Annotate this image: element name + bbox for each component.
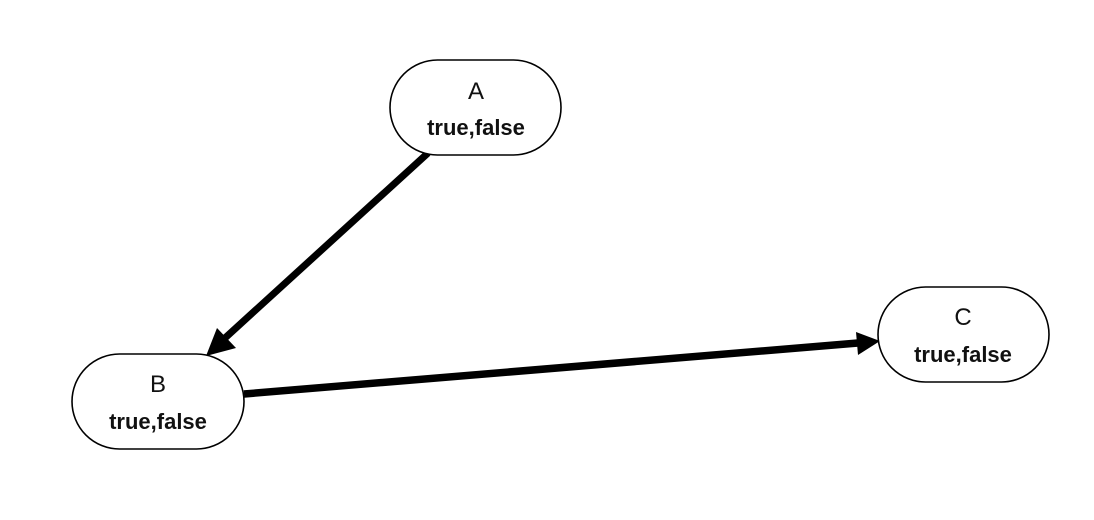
node-a-states: true,false: [427, 115, 525, 140]
node-a-shape: [389, 59, 562, 156]
node-b-shape: [71, 353, 245, 450]
node-a-label: A: [468, 78, 484, 105]
edge-b-to-c-arrowhead: [856, 332, 880, 355]
node-b-states: true,false: [109, 409, 207, 434]
edge-b-to-c-line: [243, 339, 859, 398]
node-c[interactable]: C true,false: [877, 286, 1050, 383]
edge-a-to-b: [206, 150, 431, 356]
edge-a-to-b-line: [222, 150, 431, 341]
edge-b-to-c: [243, 332, 880, 398]
node-b-label: B: [150, 371, 166, 398]
node-c-label: C: [954, 304, 971, 331]
node-a[interactable]: A true,false: [389, 59, 562, 156]
node-c-shape: [877, 286, 1050, 383]
node-c-states: true,false: [914, 342, 1012, 367]
node-b[interactable]: B true,false: [71, 353, 245, 450]
edge-a-to-b-arrowhead: [206, 328, 236, 356]
